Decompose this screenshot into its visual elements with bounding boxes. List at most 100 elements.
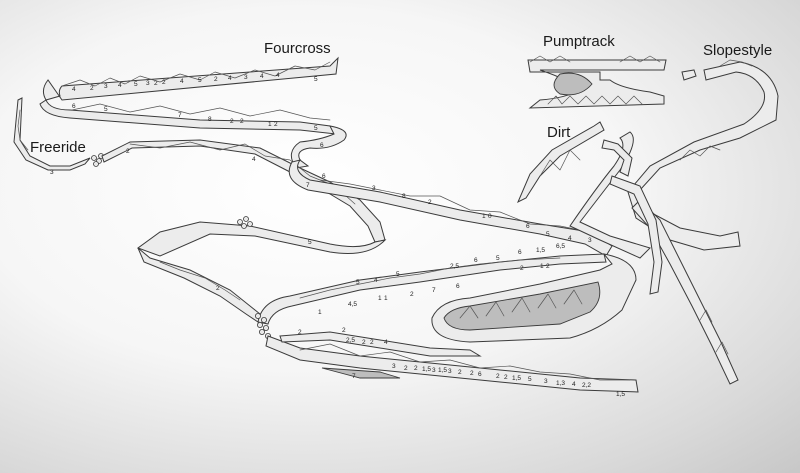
- middle-number: 2: [520, 265, 524, 272]
- middle-number: 6,5: [556, 243, 565, 250]
- fourcross-number: 4: [228, 75, 232, 82]
- middle-number: 5: [546, 231, 550, 238]
- lower-number: 2: [470, 370, 474, 377]
- slopestyle-label: Slopestyle: [703, 42, 773, 59]
- middle-number: 1: [540, 263, 544, 270]
- middle-number: 6: [474, 257, 478, 264]
- lower-rocks: [254, 312, 271, 339]
- fourcross-number: 3: [244, 74, 248, 81]
- fourcross-number: 2: [240, 118, 244, 125]
- dirt-label: Dirt: [547, 124, 571, 141]
- freeride-number: 2: [126, 148, 130, 155]
- fourcross-number: 5: [134, 81, 138, 88]
- middle-number: 3: [588, 237, 592, 244]
- freeride-number: 5: [308, 239, 312, 246]
- fourcross-number: 3: [146, 80, 150, 87]
- freeride-number: 2: [428, 199, 432, 206]
- freeride-rocks: [91, 153, 104, 167]
- fourcross-number: 8: [208, 116, 212, 123]
- fourcross-track: [39, 56, 347, 169]
- pumptrack-label: Pumptrack: [543, 33, 615, 50]
- fourcross-number: 4: [260, 73, 264, 80]
- lower-number: 1,5: [616, 391, 625, 398]
- dirt-track: [431, 121, 651, 343]
- freeride-number: 3: [372, 185, 376, 192]
- middle-number: 2: [216, 285, 220, 292]
- lower-number: 7: [352, 373, 356, 380]
- lower-number: 3: [448, 368, 452, 375]
- lower-number: 2,2: [582, 382, 591, 389]
- fourcross-number: 4: [276, 72, 280, 79]
- middle-number: 1: [482, 213, 486, 220]
- lower-number: 4: [384, 339, 388, 346]
- lower-number: 1,5: [512, 375, 521, 382]
- lower-number: 2: [496, 373, 500, 380]
- lower-number: 2: [404, 365, 408, 372]
- middle-number: 4: [568, 235, 572, 242]
- middle-number: 2: [410, 291, 414, 298]
- middle-number: 1: [378, 295, 382, 302]
- lower-number: 3: [544, 378, 548, 385]
- lower-number: 2: [414, 365, 418, 372]
- freeride-number: 8: [402, 193, 406, 200]
- slopestyle-track: [601, 59, 779, 385]
- lower-number: 2: [504, 374, 508, 381]
- fourcross-number: 1: [268, 121, 272, 128]
- middle-number: 2: [298, 329, 302, 336]
- fourcross-number: 4: [72, 86, 76, 93]
- lower-track: [265, 331, 639, 393]
- lower-number: 1,3: [556, 380, 565, 387]
- middle-distance-labels: 1 0 6 5 4 6 5 6 1,5 6,5 3 2,5 2 1 2 5 4 …: [216, 213, 592, 336]
- fourcross-number: 7: [178, 112, 182, 119]
- middle-number: 0: [488, 213, 492, 220]
- middle-number: 6: [526, 223, 530, 230]
- lower-number: 1,5: [438, 367, 447, 374]
- fourcross-number: 5: [198, 77, 202, 84]
- lower-distance-labels: 2 2,5 2 2 4 3 2 2 1,5 3 1,5 3 2 2 6 2 2 …: [342, 327, 625, 398]
- fourcross-number: 2: [274, 121, 278, 128]
- freeride-distance-labels: 3 2 4 6 6 7 8 2 3 5: [50, 142, 432, 246]
- main-descent-track: [136, 159, 613, 325]
- middle-number: 1: [318, 309, 322, 316]
- lower-number: 2: [362, 339, 366, 346]
- middle-number: 1,5: [536, 247, 545, 254]
- pumptrack: [527, 55, 667, 109]
- fourcross-number: 4: [118, 82, 122, 89]
- fourcross-number: 4: [180, 78, 184, 85]
- freeride-number: 7: [306, 182, 310, 189]
- middle-number: 5: [496, 255, 500, 262]
- middle-number: 5: [356, 279, 360, 286]
- fourcross-number: 2: [162, 79, 166, 86]
- fourcross-distance-labels: 4 2 3 4 5 3 2 2 4 5 2 4 3 4 4 5 6 5 7 8 …: [72, 72, 318, 132]
- middle-number: 6: [456, 283, 460, 290]
- fourcross-number: 5: [104, 106, 108, 113]
- lower-number: 3: [432, 367, 436, 374]
- lower-number: 2: [342, 327, 346, 334]
- lower-number: 4: [572, 381, 576, 388]
- middle-number: 4,5: [348, 301, 357, 308]
- fourcross-label: Fourcross: [264, 40, 331, 57]
- fourcross-number: 2: [214, 76, 218, 83]
- middle-rocks: [237, 216, 253, 229]
- lower-number: 2: [370, 339, 374, 346]
- fourcross-number: 6: [72, 103, 76, 110]
- lower-number: 1,5: [422, 366, 431, 373]
- lower-number: 3: [392, 363, 396, 370]
- lower-number: 6: [478, 371, 482, 378]
- middle-number: 7: [432, 287, 436, 294]
- middle-number: 5: [396, 271, 400, 278]
- middle-number: 6: [518, 249, 522, 256]
- middle-number: 2,5: [450, 263, 459, 270]
- middle-number: 1: [384, 295, 388, 302]
- middle-number: 4: [374, 277, 378, 284]
- freeride-number: 6: [320, 142, 324, 149]
- freeride-number: 3: [50, 169, 54, 176]
- fourcross-number: 2: [154, 80, 158, 87]
- fourcross-number: 5: [314, 76, 318, 83]
- middle-number: 2: [546, 263, 550, 270]
- freeride-number: 4: [252, 156, 256, 163]
- fourcross-number: 2: [90, 85, 94, 92]
- lower-number: 2: [458, 369, 462, 376]
